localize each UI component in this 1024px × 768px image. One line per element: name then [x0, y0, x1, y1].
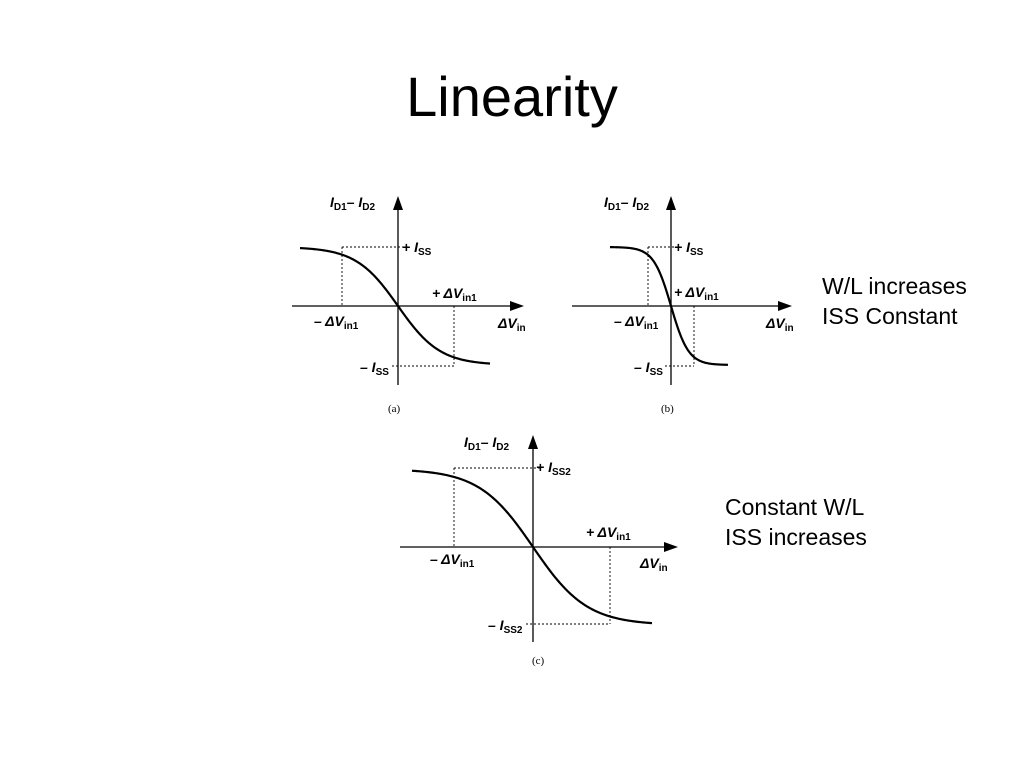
pos-input-label: + ΔVin1 [586, 524, 631, 543]
y-axis-label: ID1– ID2 [464, 434, 509, 453]
top-level-label: + ISS2 [536, 459, 571, 478]
x-axis-arrow [778, 301, 792, 311]
x-axis-arrow [510, 301, 524, 311]
x-axis-label: ΔVin [497, 315, 526, 334]
note-line: ISS Constant [822, 303, 958, 329]
top-level-label: + ISS [402, 239, 432, 258]
y-axis-arrow [666, 196, 676, 210]
caption: (b) [661, 403, 674, 415]
y-axis-label: ID1– ID2 [604, 194, 649, 213]
pos-input-label: + ΔVin1 [674, 284, 719, 303]
caption: (a) [388, 403, 401, 415]
transfer-curve [609, 246, 729, 366]
transfer-curve [411, 469, 653, 625]
x-axis-arrow [664, 542, 678, 552]
transfer-curve [299, 247, 491, 365]
neg-input-label: – ΔVin1 [314, 313, 359, 332]
transfer-diagram-b: ID1– ID2 + ISS + ΔVin1 – ΔVin1 ΔVin – IS… [572, 194, 794, 415]
x-axis-label: ΔVin [765, 315, 794, 334]
bottom-level-label: – ISS [634, 359, 663, 378]
slide-title: Linearity [406, 65, 618, 128]
pos-input-label: + ΔVin1 [432, 285, 477, 304]
transfer-diagram-a: ID1– ID2 + ISS + ΔVin1 – ΔVin1 ΔVin – IS… [292, 194, 526, 415]
x-axis-label: ΔVin [639, 555, 668, 574]
note-iss-increases: Constant W/L ISS increases [725, 492, 867, 552]
note-line: W/L increases [822, 273, 967, 299]
transfer-diagram-c: ID1– ID2 + ISS2 + ΔVin1 – ΔVin1 ΔVin – I… [400, 434, 678, 667]
bottom-level-label: – ISS2 [488, 617, 523, 636]
bottom-level-label: – ISS [360, 359, 389, 378]
neg-input-label: – ΔVin1 [614, 313, 659, 332]
y-axis-label: ID1– ID2 [330, 194, 375, 213]
neg-input-label: – ΔVin1 [430, 551, 475, 570]
top-level-label: + ISS [674, 239, 704, 258]
y-axis-arrow [528, 435, 538, 449]
note-line: Constant W/L [725, 494, 865, 520]
y-axis-arrow [393, 196, 403, 210]
note-line: ISS increases [725, 524, 867, 550]
caption: (c) [532, 655, 545, 667]
note-wl-increases: W/L increases ISS Constant [822, 271, 967, 331]
